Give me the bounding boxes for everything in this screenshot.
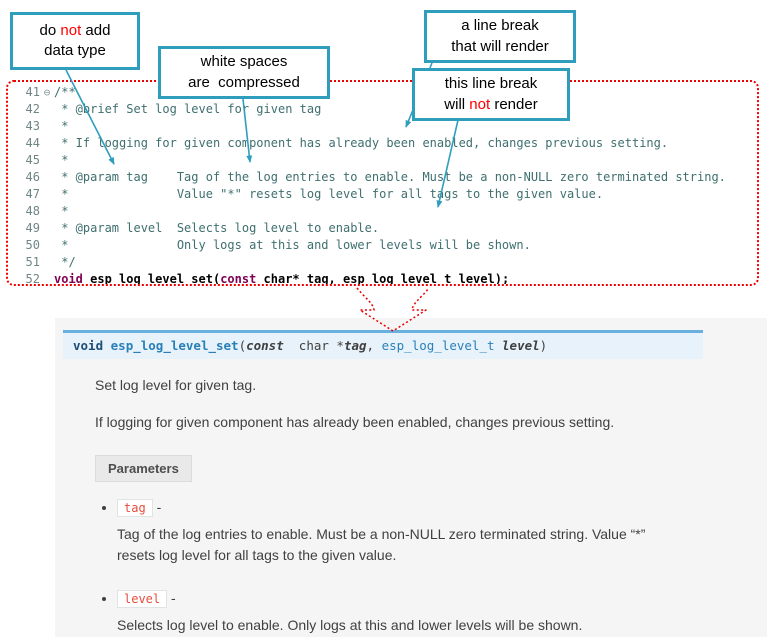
line-number: 50 <box>25 238 40 252</box>
rendered-doc-panel: void esp_log_level_set(const char *tag, … <box>55 318 767 637</box>
param-name-chip: tag <box>117 499 153 517</box>
line-number: 44 <box>25 136 40 150</box>
line-number: 46 <box>25 170 40 184</box>
code-text: * If logging for given component has alr… <box>54 136 669 150</box>
code-line: 42 * @brief Set log level for given tag <box>8 101 757 118</box>
line-number: 48 <box>25 204 40 218</box>
line-number: 45 <box>25 153 40 167</box>
callout-text: do not add <box>40 21 111 41</box>
signature-punct: ( <box>238 338 247 353</box>
code-text: * <box>54 153 69 167</box>
code-line: 45 * <box>8 152 757 169</box>
callout-text: that will render <box>451 37 549 55</box>
callout-text: data type <box>44 42 106 59</box>
code-text: /** <box>54 85 76 99</box>
code-text: * <box>54 204 69 218</box>
callout-text: this line break <box>444 75 538 93</box>
code-line: 47 * Value "*" resets log level for all … <box>8 186 757 203</box>
code-text: * Only logs at this and lower levels wil… <box>54 238 531 252</box>
signature-return-type: void <box>73 338 111 353</box>
line-number: 41 <box>25 85 40 99</box>
line-number: 52 <box>25 272 40 286</box>
code-line: 49 * @param level Selects log level to e… <box>8 220 757 237</box>
callout-text: a line break <box>461 17 539 35</box>
callout-no-datatype: do not add data type <box>10 12 140 70</box>
line-number: 43 <box>25 119 40 133</box>
signature-arg-level: level <box>502 338 540 353</box>
callout-break-renders: a line break that will render <box>424 10 576 63</box>
param-desc: Tag of the log entries to enable. Must b… <box>117 525 646 564</box>
signature-const-keyword: const <box>246 338 284 353</box>
function-signature: void esp_log_level_set(const char *tag, … <box>63 330 703 359</box>
code-line: 41⊖/** <box>8 84 757 101</box>
code-line: 44 * If logging for given component has … <box>8 135 757 152</box>
code-lines: 41⊖/**42 * @brief Set log level for give… <box>8 84 757 286</box>
code-editor: 41⊖/**42 * @brief Set log level for give… <box>6 80 759 286</box>
code-text: */ <box>54 255 76 269</box>
fold-gutter <box>40 101 54 118</box>
fold-gutter <box>40 169 54 186</box>
fold-gutter <box>40 220 54 237</box>
line-number: 47 <box>25 187 40 201</box>
parameters-label: Parameters <box>95 455 192 482</box>
fold-gutter <box>40 186 54 203</box>
code-line: 48 * <box>8 203 757 220</box>
fold-gutter <box>40 118 54 135</box>
doc-paragraph-detail: If logging for given component has alrea… <box>95 414 615 430</box>
callout-text-part: add <box>81 21 111 39</box>
callout-text-part: render <box>490 95 538 113</box>
callout-text-part: will <box>444 95 470 113</box>
code-line: 46 * @param tag Tag of the log entries t… <box>8 169 757 186</box>
callout-text: are compressed <box>188 73 300 91</box>
signature-arg-tag: tag <box>343 338 367 353</box>
signature-punct: ) <box>539 338 548 353</box>
callout-text: white spaces <box>200 53 288 71</box>
code-text: * @param level Selects log level to enab… <box>54 221 380 235</box>
line-number: 42 <box>25 102 40 116</box>
param-item: level - Selects log level to enable. Only… <box>117 589 687 636</box>
callout-text-part: do <box>39 21 61 39</box>
signature-punct: , <box>366 338 382 353</box>
doc-body: Set log level for given tag. If logging … <box>95 375 687 636</box>
param-name-chip: level <box>117 589 168 608</box>
code-line: 51 */ <box>8 254 757 271</box>
code-line: 50 * Only logs at this and lower levels … <box>8 237 757 254</box>
callout-whitespace-compressed: white spaces are compressed <box>158 46 330 99</box>
signature-type: char * <box>283 338 344 353</box>
fold-gutter <box>40 271 54 284</box>
fold-marker-icon[interactable]: ⊖ <box>43 86 51 99</box>
signature-function-name: esp_log_level_set <box>110 338 239 353</box>
fold-gutter <box>40 237 54 254</box>
param-list: tag - Tag of the log entries to enable. M… <box>95 498 687 636</box>
line-number: 49 <box>25 221 40 235</box>
code-line: 52 void esp_log_level_set(const char* tag… <box>8 271 757 286</box>
fold-gutter <box>40 203 54 220</box>
callout-break-not-render: this line break will not render <box>412 68 570 121</box>
param-item: tag - Tag of the log entries to enable. M… <box>117 498 687 567</box>
fold-gutter <box>40 135 54 152</box>
signature-type: esp_log_level_t <box>381 338 503 353</box>
param-head: level - <box>117 589 687 609</box>
code-text: * <box>54 119 69 133</box>
param-head: tag - <box>117 498 687 518</box>
callout-text-emphasis: not <box>469 95 491 113</box>
code-text: * @param tag Tag of the log entries to e… <box>54 170 726 184</box>
callout-text: will not render <box>444 95 537 115</box>
line-number: 51 <box>25 255 40 269</box>
code-text: void esp_log_level_set(const char* tag, … <box>54 272 510 286</box>
fold-gutter <box>40 152 54 169</box>
fold-gutter <box>40 254 54 271</box>
doc-paragraph-brief: Set log level for given tag. <box>95 377 257 393</box>
code-text: * Value "*" resets log level for all tag… <box>54 187 604 201</box>
param-desc: Selects log level to enable. Only logs a… <box>117 616 583 633</box>
code-line: 43 * <box>8 118 757 135</box>
code-text: * @brief Set log level for given tag <box>54 102 322 116</box>
callout-text-emphasis: not <box>60 21 82 39</box>
